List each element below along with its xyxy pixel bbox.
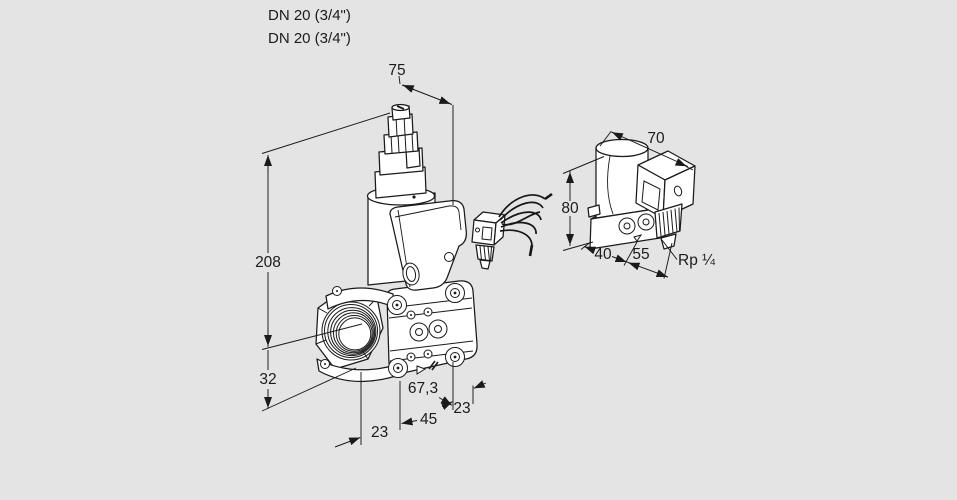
cable-wires bbox=[498, 192, 553, 257]
product-label-1: DN 20 (3/4") bbox=[268, 7, 351, 24]
cable-plug-illustration bbox=[471, 192, 553, 270]
dim-label-body-depth: 67,3 bbox=[408, 380, 438, 397]
dim-label-flange-depth: 45 bbox=[420, 411, 437, 428]
dim-label-depth-rear: 55 bbox=[632, 246, 649, 263]
dim-label-width-top: 75 bbox=[388, 62, 405, 79]
dim-label-bottom-height: 32 bbox=[259, 371, 276, 388]
pilot-connection-gland bbox=[654, 203, 683, 250]
flow-direction-icon bbox=[416, 365, 427, 375]
product-label-2: DN 20 (3/4") bbox=[268, 30, 351, 47]
dim-label-total-height: 208 bbox=[255, 254, 281, 271]
valve-stem bbox=[374, 103, 427, 199]
dimension-annotations: DN 20 (3/4") DN 20 (3/4") 75 208 32 23 4… bbox=[255, 7, 716, 448]
pilot-valve-side-view bbox=[587, 138, 696, 250]
dim-label-depth-front: 40 bbox=[594, 246, 612, 263]
body-bolts bbox=[387, 283, 465, 378]
dim-label-offset-left: 23 bbox=[371, 424, 388, 441]
dim-label-side-width: 70 bbox=[647, 130, 665, 147]
main-valve-front-view bbox=[315, 103, 478, 383]
pilot-thread-label: Rp ¼ bbox=[678, 252, 716, 269]
pipe-flange bbox=[315, 289, 384, 370]
dim-label-offset-right: 23 bbox=[453, 400, 470, 417]
dim-label-side-height: 80 bbox=[561, 200, 579, 217]
valve-bonnet bbox=[389, 200, 467, 291]
